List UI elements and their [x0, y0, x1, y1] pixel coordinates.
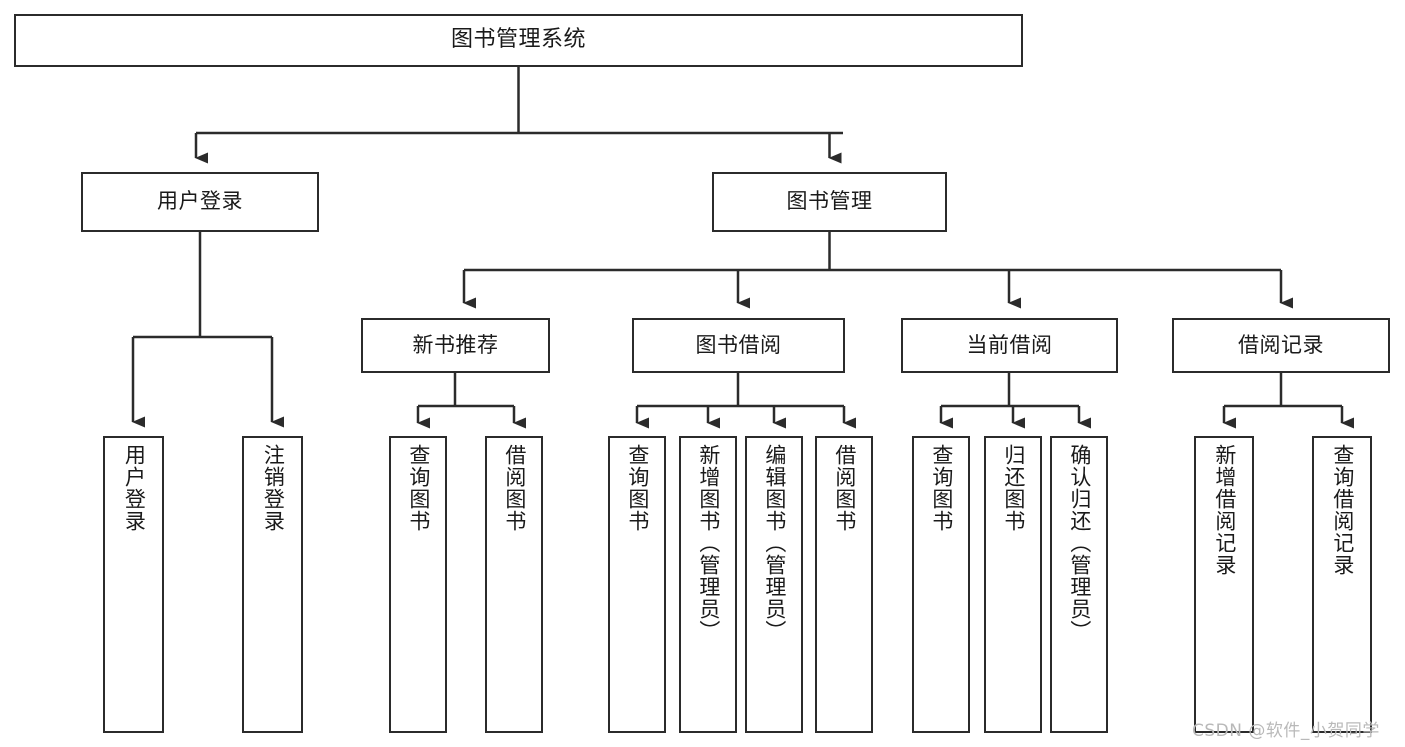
node-leaf-borrow-book[interactable]: 借阅图书 [815, 436, 873, 733]
node-leaf-query-book-current-label: 查询图书 [929, 444, 954, 532]
node-root[interactable]: 图书管理系统 [14, 14, 1023, 67]
node-book-manage[interactable]: 图书管理 [712, 172, 947, 232]
node-leaf-query-book-rec[interactable]: 查询图书 [389, 436, 447, 733]
node-borrow-record-label: 借阅记录 [1238, 332, 1324, 357]
node-leaf-add-book[interactable]: 新增图书（管理员） [679, 436, 737, 733]
node-current-borrow-label: 当前借阅 [966, 332, 1053, 357]
node-leaf-query-book-borrow-label: 查询图书 [625, 444, 650, 532]
node-leaf-return-book-label: 归还图书 [1001, 444, 1026, 532]
node-current-borrow[interactable]: 当前借阅 [901, 318, 1118, 373]
node-leaf-query-book-current[interactable]: 查询图书 [912, 436, 970, 733]
watermark: CSDN @软件_小贺同学 [1192, 721, 1380, 741]
node-leaf-add-borrow-record-label: 新增借阅记录 [1212, 444, 1237, 576]
node-new-book-rec-label: 新书推荐 [412, 332, 499, 357]
node-leaf-logout[interactable]: 注销登录 [242, 436, 303, 733]
node-book-borrow[interactable]: 图书借阅 [632, 318, 845, 373]
node-leaf-query-borrow-record-label: 查询借阅记录 [1330, 444, 1355, 576]
node-leaf-logout-label: 注销登录 [261, 444, 286, 532]
node-leaf-confirm-return-label: 确认归还（管理员） [1067, 444, 1092, 642]
node-leaf-query-book-rec-label: 查询图书 [406, 444, 431, 532]
node-borrow-record[interactable]: 借阅记录 [1172, 318, 1390, 373]
node-leaf-add-book-label: 新增图书（管理员） [696, 444, 721, 642]
node-leaf-return-book[interactable]: 归还图书 [984, 436, 1042, 733]
node-leaf-borrow-book-label: 借阅图书 [832, 444, 857, 532]
node-leaf-edit-book-label: 编辑图书（管理员） [762, 444, 787, 642]
node-user-login[interactable]: 用户登录 [81, 172, 319, 232]
node-leaf-edit-book[interactable]: 编辑图书（管理员） [745, 436, 803, 733]
node-leaf-add-borrow-record[interactable]: 新增借阅记录 [1194, 436, 1254, 733]
node-leaf-borrow-book-rec-label: 借阅图书 [502, 444, 527, 532]
node-leaf-confirm-return[interactable]: 确认归还（管理员） [1050, 436, 1108, 733]
node-leaf-user-login[interactable]: 用户登录 [103, 436, 164, 733]
node-leaf-user-login-label: 用户登录 [122, 444, 147, 532]
node-new-book-rec[interactable]: 新书推荐 [361, 318, 550, 373]
node-book-borrow-label: 图书借阅 [695, 332, 782, 357]
node-leaf-query-book-borrow[interactable]: 查询图书 [608, 436, 666, 733]
node-book-manage-label: 图书管理 [786, 189, 873, 214]
node-root-label: 图书管理系统 [450, 27, 586, 53]
node-user-login-label: 用户登录 [157, 189, 243, 214]
node-leaf-query-borrow-record[interactable]: 查询借阅记录 [1312, 436, 1372, 733]
node-leaf-borrow-book-rec[interactable]: 借阅图书 [485, 436, 543, 733]
